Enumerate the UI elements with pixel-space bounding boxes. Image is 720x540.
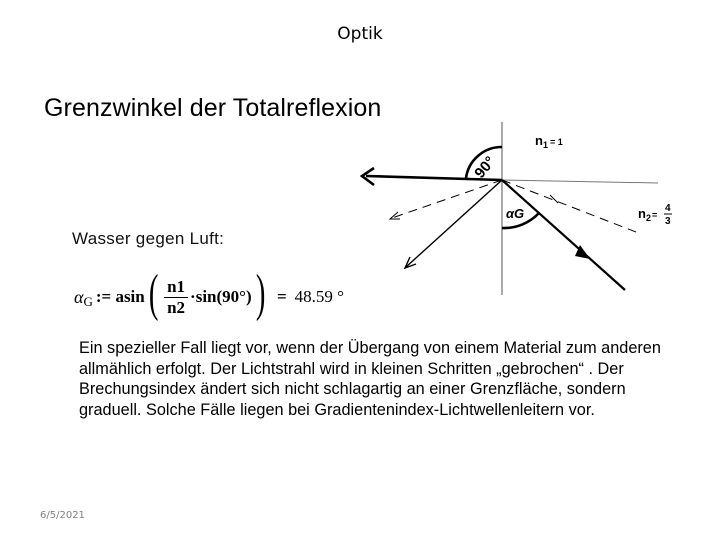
total-reflection-diagram: 90° αG n1= 1 n2= 4 3 xyxy=(359,122,672,295)
formula-fraction: n1 n2 xyxy=(164,276,189,317)
incident-ray xyxy=(501,179,626,291)
subtitle: Wasser gegen Luft: xyxy=(72,229,225,248)
formula-numerator: n1 xyxy=(167,276,186,296)
n2-numerator: 4 xyxy=(665,203,671,214)
critical-angle-arc xyxy=(501,212,540,230)
boundary-line xyxy=(501,179,659,184)
arrowhead-incident-icon xyxy=(575,245,590,259)
formula-equals: = xyxy=(276,287,287,306)
dashed-arrow-left-icon xyxy=(388,211,400,220)
n2-label: n2= xyxy=(638,206,657,223)
formula-denominator: n2 xyxy=(167,297,186,317)
n2-denominator: 3 xyxy=(665,216,671,227)
arrowhead-reflected-icon xyxy=(403,256,417,270)
angle-90-arc xyxy=(464,145,503,179)
dashed-arrow-right-icon xyxy=(549,194,559,204)
header-title: Optik xyxy=(337,24,383,44)
grazing-ray xyxy=(365,174,503,182)
reflected-ray xyxy=(405,179,503,268)
formula-sin: ·sin(90°) xyxy=(190,287,252,306)
arrowhead-left-icon xyxy=(359,166,375,187)
formula-symbol-sub: G xyxy=(83,294,93,309)
critical-angle-label: αG xyxy=(506,206,524,221)
body-paragraph: Ein spezieller Fall liegt vor, wenn der … xyxy=(79,339,661,419)
dashed-refracted-ray xyxy=(391,179,503,219)
slide-title: Grenzwinkel der Totalreflexion xyxy=(44,94,382,122)
dashed-incident-ray xyxy=(501,179,637,233)
formula-result: 48.59 ° xyxy=(294,287,344,306)
formula-assign: := asin xyxy=(95,287,145,306)
formula-symbol: α xyxy=(74,286,84,307)
footer-date: 6/5/2021 xyxy=(40,510,85,521)
n1-label: n1= 1 xyxy=(535,133,563,150)
